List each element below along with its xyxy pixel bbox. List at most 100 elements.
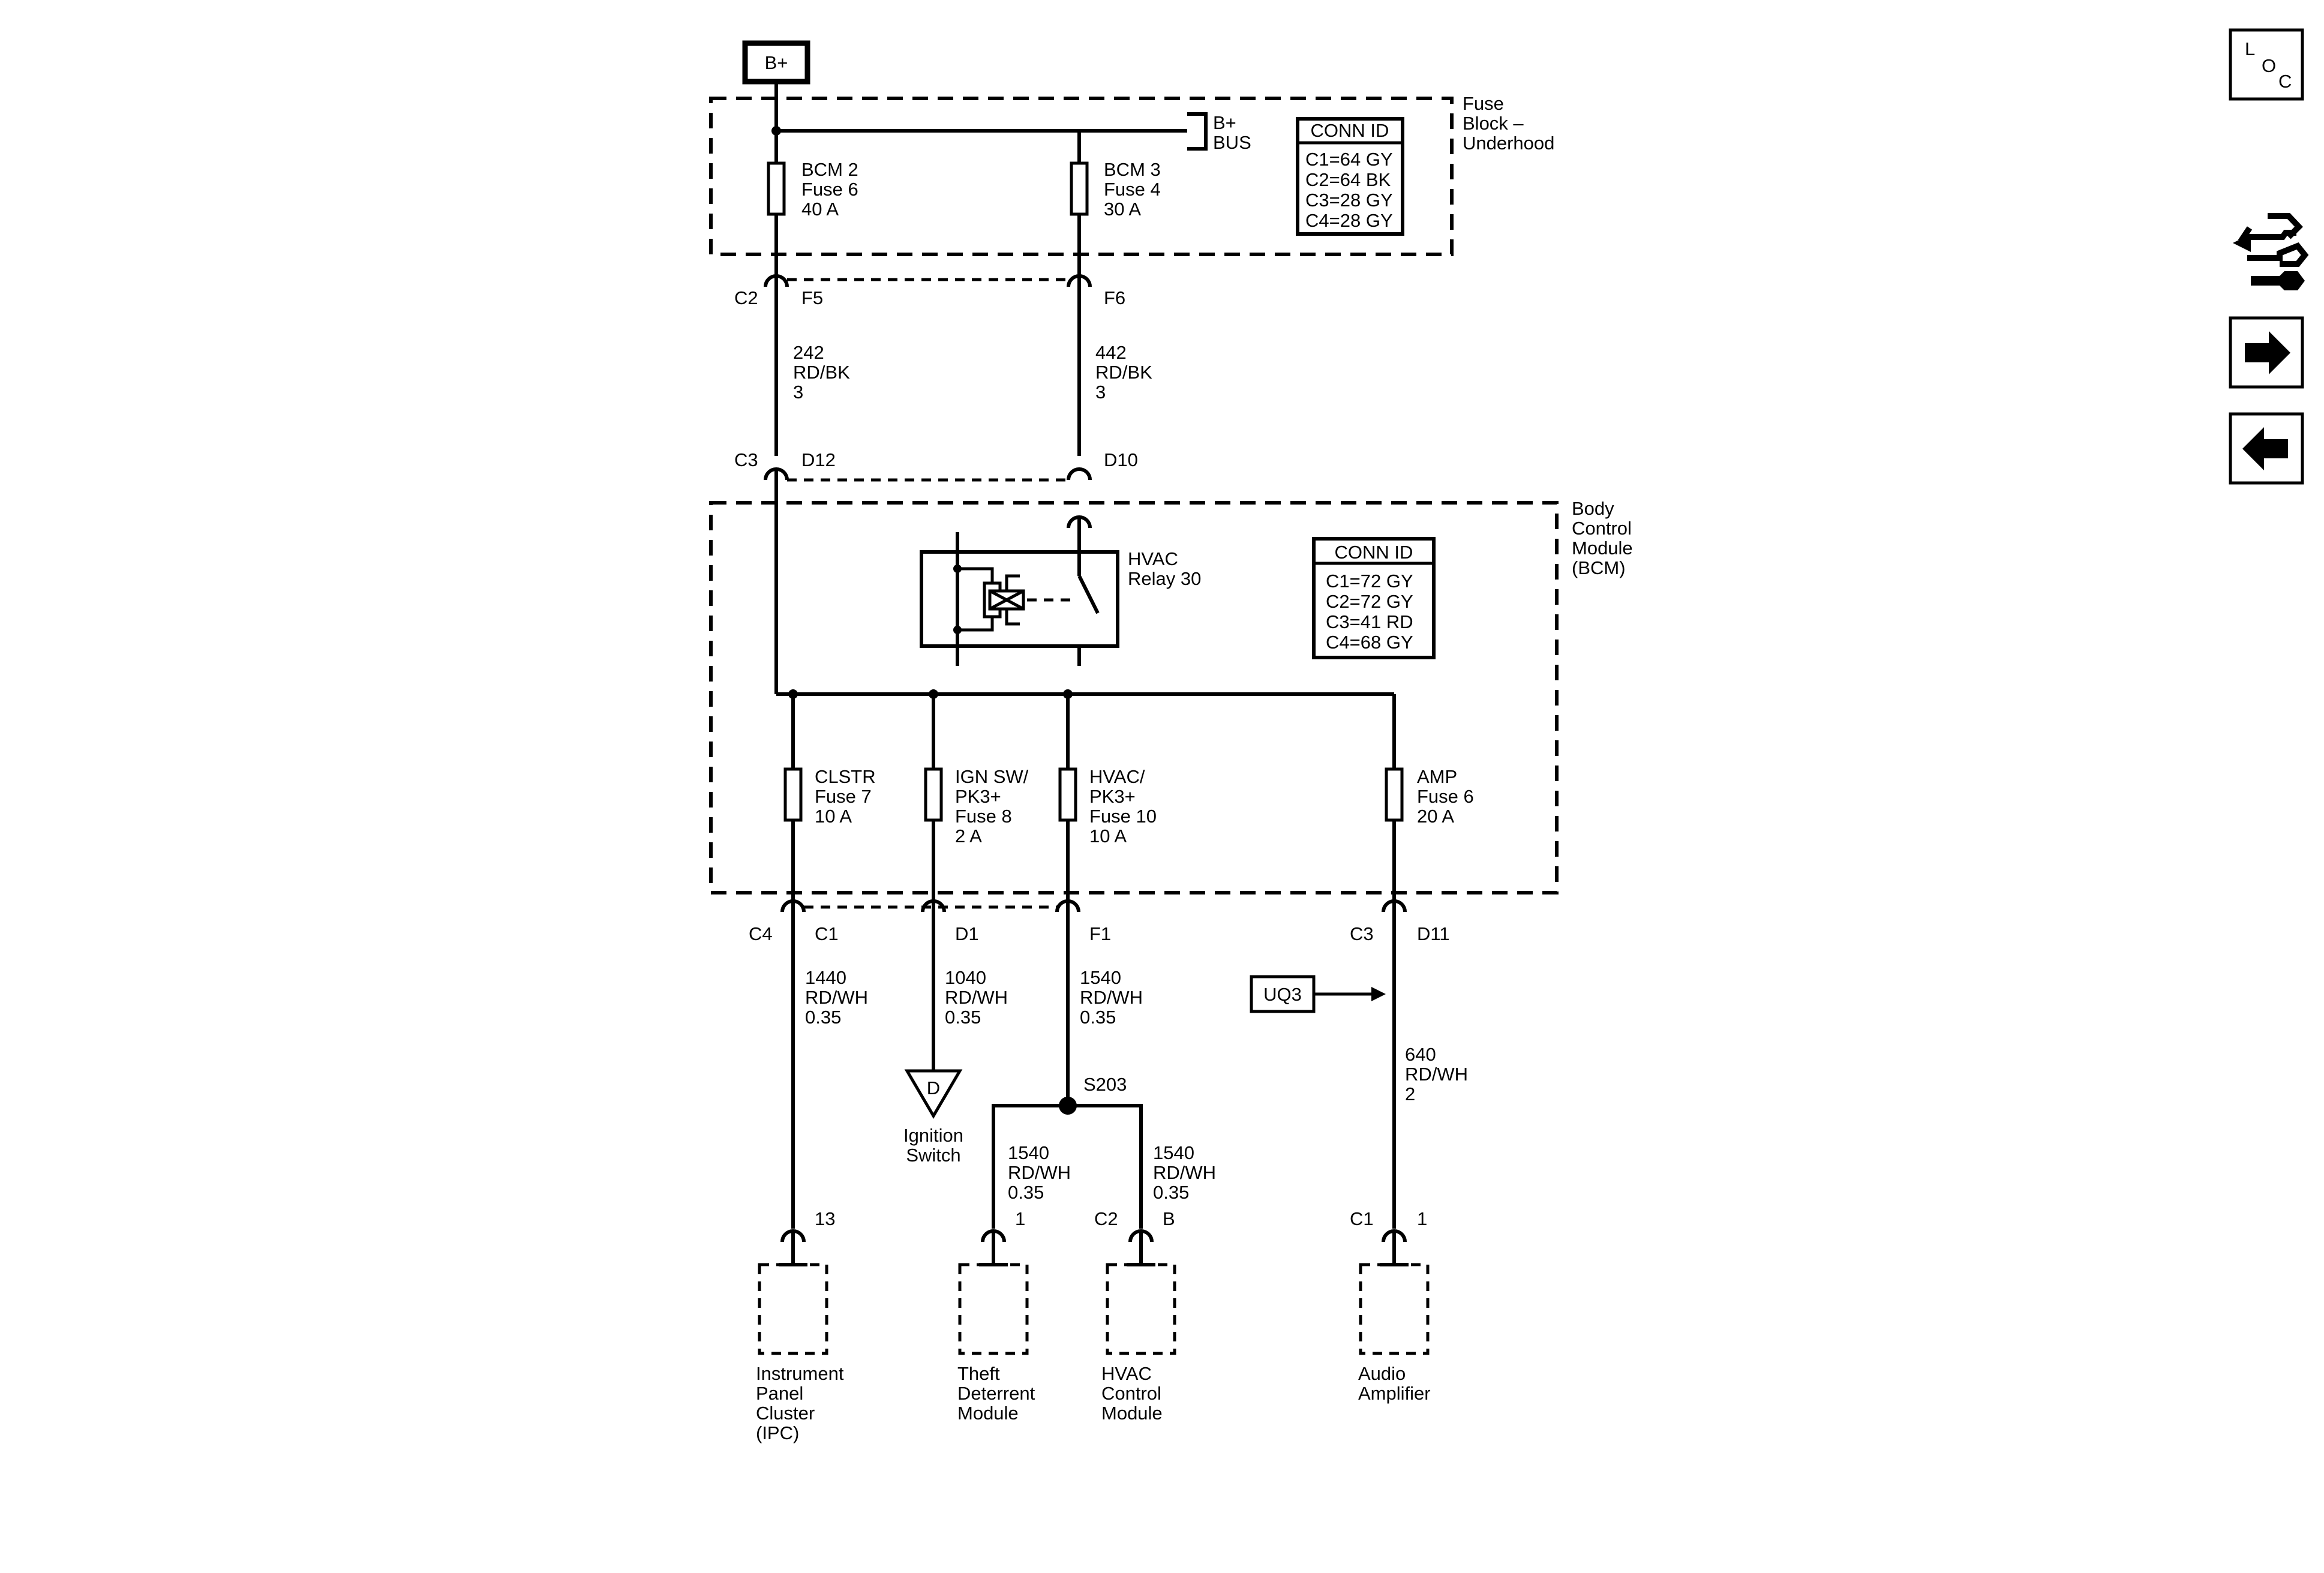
svg-text:(BCM): (BCM) xyxy=(1572,557,1626,578)
fuse-bcm3-label-2: Fuse 4 xyxy=(1104,179,1161,200)
fuse-bcm2-label-2: Fuse 6 xyxy=(801,179,858,200)
ipc-label-2: Panel xyxy=(756,1383,803,1404)
wire-1040-label-3: 0.35 xyxy=(945,1007,981,1028)
fuse-amp-label-2: Fuse 6 xyxy=(1417,786,1474,807)
pin-d1-label: D1 xyxy=(955,923,979,944)
theft-component-box xyxy=(958,1263,1029,1355)
relay-label-2: Relay 30 xyxy=(1128,568,1201,589)
fuse-ign-label-4: 2 A xyxy=(955,825,982,846)
fuse-bcm3-label-3: 30 A xyxy=(1104,199,1141,220)
loc-letter-l: L xyxy=(2245,38,2255,59)
wire-1440-label-3: 0.35 xyxy=(805,1007,841,1028)
loc-button[interactable]: L O C xyxy=(2229,28,2304,101)
pin-d12-label: D12 xyxy=(801,449,836,470)
loc-letter-c: C xyxy=(2278,71,2292,92)
svg-text:C2=64 BK: C2=64 BK xyxy=(1305,169,1391,190)
wire-242-label-1: 242 xyxy=(793,342,824,363)
amp-label-1: Audio xyxy=(1358,1363,1406,1384)
amp-pin-label: 1 xyxy=(1417,1208,1427,1229)
bcm-name: Body Control Module (BCM) xyxy=(1572,498,1633,578)
hvac-pin-label: B xyxy=(1163,1208,1175,1229)
fuse-bcm3 xyxy=(1070,161,1089,216)
arrow-left-icon xyxy=(2242,427,2288,470)
bcm-outline xyxy=(709,501,1559,894)
fuse-bcm2 xyxy=(767,161,786,216)
svg-text:C1=64 GY: C1=64 GY xyxy=(1305,149,1393,170)
back-arrow-button[interactable] xyxy=(2229,412,2304,485)
loc-letter-o: O xyxy=(2262,55,2276,76)
wire-1440-label-2: RD/WH xyxy=(805,987,868,1008)
arrow-right-icon xyxy=(2245,331,2290,374)
svg-text:CONN ID: CONN ID xyxy=(1311,120,1389,141)
hvac-module-label-1: HVAC xyxy=(1101,1363,1152,1384)
battery-label: B+ xyxy=(765,52,788,73)
amp-label-2: Amplifier xyxy=(1358,1383,1431,1404)
hvac-component-box xyxy=(1106,1263,1176,1355)
pin-f5-label: F5 xyxy=(801,287,823,308)
wire-splice-a-label-3: 0.35 xyxy=(1008,1182,1044,1203)
wire-1540-label-1: 1540 xyxy=(1080,967,1121,988)
svg-text:Module: Module xyxy=(1572,538,1633,559)
fuse-ign-label-1: IGN SW/ xyxy=(955,766,1029,787)
fuse-ign-label-2: PK3+ xyxy=(955,786,1001,807)
theft-label-2: Deterrent xyxy=(957,1383,1035,1404)
fuse-clstr-label-2: Fuse 7 xyxy=(815,786,872,807)
bcm-conn-id-table: CONN ID C1=72 GY C2=72 GY C3=41 RD C4=68… xyxy=(1312,537,1436,659)
fuse-hvac xyxy=(1058,767,1077,822)
svg-text:C3=28 GY: C3=28 GY xyxy=(1305,190,1393,211)
uq3-arrow-head xyxy=(1371,987,1386,1001)
connector-c4-c3-bottom xyxy=(780,899,1407,1229)
svg-text:Underhood: Underhood xyxy=(1463,133,1554,154)
wire-1040-label-2: RD/WH xyxy=(945,987,1008,1008)
fuse-amp xyxy=(1385,767,1404,822)
pin-f1-label: F1 xyxy=(1089,923,1111,944)
component-connectors xyxy=(779,1229,1409,1266)
fuse-hvac-label-2: PK3+ xyxy=(1089,786,1136,807)
fuse-hvac-label-3: Fuse 10 xyxy=(1089,806,1157,827)
connector-c2 xyxy=(764,264,1092,456)
wire-242-label-2: RD/BK xyxy=(793,362,850,383)
amp-conn-label: C1 xyxy=(1350,1208,1374,1229)
wire-442-label-1: 442 xyxy=(1095,342,1127,363)
wire-splice-b-label-2: RD/WH xyxy=(1153,1162,1216,1183)
fuse-hvac-label-1: HVAC/ xyxy=(1089,766,1145,787)
conn-c3-bottom-label: C3 xyxy=(1350,923,1374,944)
wire-splice-b-label-1: 1540 xyxy=(1153,1142,1194,1163)
relay-label-1: HVAC xyxy=(1128,548,1178,569)
wire-splice-b-label-3: 0.35 xyxy=(1153,1182,1189,1203)
wire-1540-label-2: RD/WH xyxy=(1080,987,1143,1008)
ipc-component-box xyxy=(758,1263,828,1355)
wire-242-label-3: 3 xyxy=(793,382,803,403)
fuse-block-outline xyxy=(709,97,1454,256)
ipc-label-3: Cluster xyxy=(756,1403,815,1424)
svg-text:Fuse: Fuse xyxy=(1463,93,1504,114)
wire-splice-a-label-2: RD/WH xyxy=(1008,1162,1071,1183)
hvac-relay xyxy=(920,532,1119,666)
splice-branch-wires xyxy=(992,1104,1143,1229)
ipc-pin-label: 13 xyxy=(815,1208,835,1229)
uq3-label: UQ3 xyxy=(1263,984,1302,1005)
wire-640-label-1: 640 xyxy=(1405,1044,1436,1065)
pin-d10-label: D10 xyxy=(1104,449,1138,470)
fuse-ign-label-3: Fuse 8 xyxy=(955,806,1012,827)
fuse-clstr xyxy=(783,767,803,822)
wrench-arrows-icon[interactable] xyxy=(2233,213,2309,290)
bus-bracket xyxy=(1187,112,1208,151)
ignition-label-2: Switch xyxy=(906,1145,960,1166)
forward-arrow-button[interactable] xyxy=(2229,316,2304,389)
hvac-module-label-3: Module xyxy=(1101,1403,1163,1424)
fuse-clstr-label-3: 10 A xyxy=(815,806,852,827)
svg-text:C4=28 GY: C4=28 GY xyxy=(1305,210,1393,231)
fuse-hvac-label-4: 10 A xyxy=(1089,825,1127,846)
svg-text:Body: Body xyxy=(1572,498,1614,519)
connector-c3-top xyxy=(764,467,1092,694)
ignition-label-1: Ignition xyxy=(903,1125,963,1146)
wire-1040-label-1: 1040 xyxy=(945,967,986,988)
fuse-block-conn-id-table: CONN ID C1=64 GY C2=64 BK C3=28 GY C4=28… xyxy=(1296,117,1404,236)
uq3-tag xyxy=(1250,975,1316,1013)
bus-label-1: B+ xyxy=(1213,112,1236,133)
pin-f6-label: F6 xyxy=(1104,287,1125,308)
wire-640-label-3: 2 xyxy=(1405,1083,1415,1104)
svg-text:C1=72 GY: C1=72 GY xyxy=(1326,571,1413,592)
